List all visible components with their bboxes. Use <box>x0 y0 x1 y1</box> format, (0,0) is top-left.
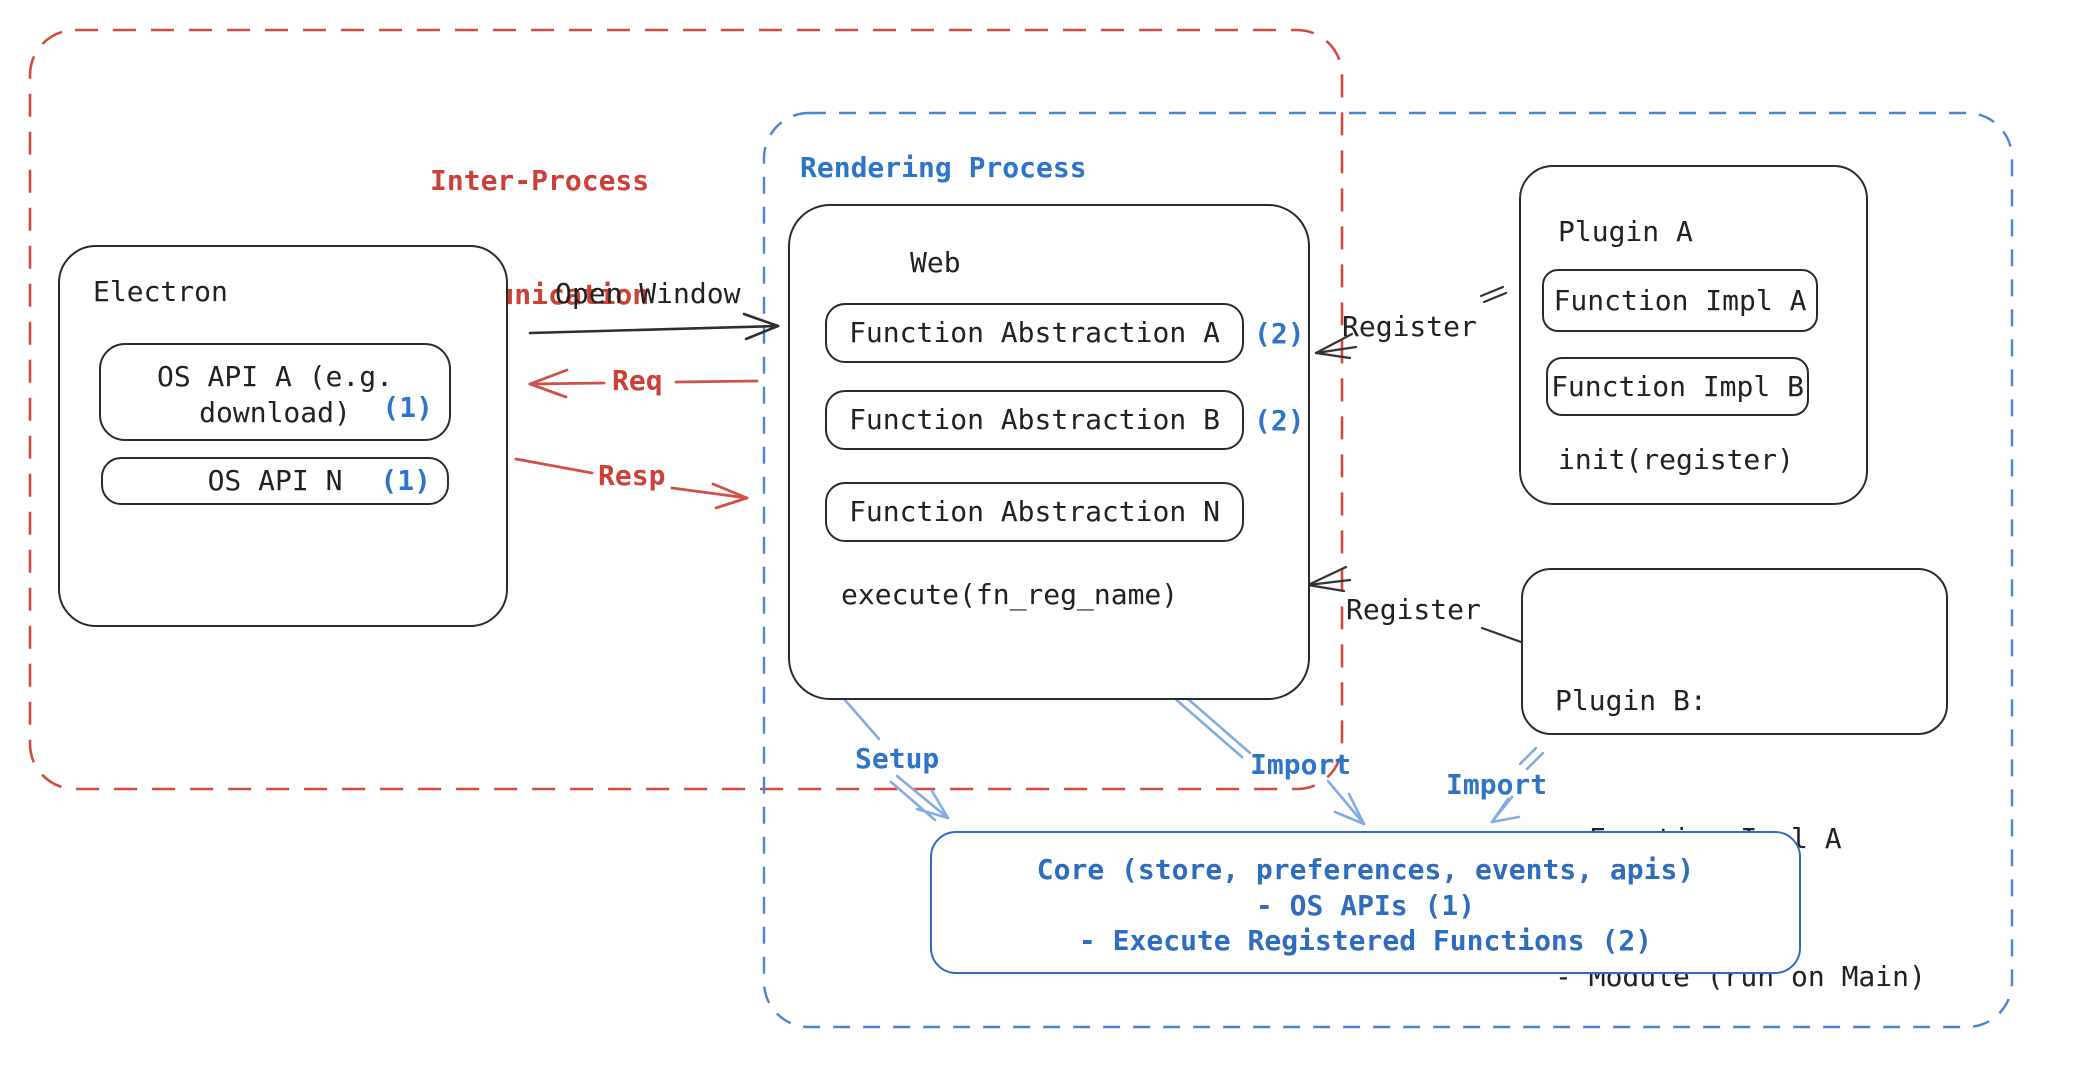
web-node: Web Function Abstraction A (2) Function … <box>788 204 1310 700</box>
import-web-label: Import <box>1250 748 1352 781</box>
os-api-a-badge: (1) <box>382 391 433 424</box>
ipc-title-line1: Inter-Process <box>430 164 650 197</box>
register-bottom-label: Register <box>1346 593 1481 626</box>
core-node: Core (store, preferences, events, apis) … <box>930 831 1801 974</box>
rendering-process-title: Rendering Process <box>800 151 1087 184</box>
setup-label: Setup <box>855 742 940 775</box>
electron-node: Electron OS API A (e.g. download) (1) OS… <box>58 245 508 627</box>
plugin-a-title: Plugin A <box>1558 215 1693 248</box>
open-window-label: Open Window <box>555 277 741 310</box>
os-api-n-node: OS API N (1) <box>101 457 449 505</box>
os-api-n-badge: (1) <box>380 464 431 497</box>
function-abstraction-n-node: Function Abstraction N <box>825 482 1244 542</box>
register-top-label: Register <box>1342 310 1477 343</box>
req-label: Req <box>612 364 663 397</box>
electron-title: Electron <box>93 275 228 308</box>
function-abstraction-a-badge: (2) <box>1254 316 1305 350</box>
plugin-b-title: Plugin B: <box>1555 684 1707 717</box>
core-item-os-apis: - OS APIs (1) <box>1255 888 1476 922</box>
function-impl-b-node: Function Impl B <box>1546 357 1809 416</box>
function-abstraction-b-row: Function Abstraction B (2) <box>825 390 1312 450</box>
execute-label: execute(fn_reg_name) <box>841 578 1179 611</box>
web-title: Web <box>910 246 961 279</box>
core-item-execute: - Execute Registered Functions (2) <box>1078 924 1653 957</box>
os-api-a-label-line2: download) <box>199 396 351 429</box>
resp-label: Resp <box>598 459 666 492</box>
function-abstraction-a-row: Function Abstraction A (2) <box>825 303 1312 363</box>
os-api-n-label: OS API N <box>207 464 343 497</box>
plugin-a-node: Plugin A Function Impl A Function Impl B… <box>1519 165 1868 505</box>
function-abstraction-a-node: Function Abstraction A <box>825 303 1244 363</box>
import-plugin-label: Import <box>1446 768 1548 801</box>
os-api-a-node: OS API A (e.g. download) (1) <box>99 343 451 441</box>
core-title: Core (store, preferences, events, apis) <box>1036 853 1695 886</box>
function-abstraction-b-node: Function Abstraction B <box>825 390 1244 450</box>
function-abstraction-n-row: Function Abstraction N <box>825 482 1312 542</box>
os-api-a-label-line1: OS API A (e.g. <box>156 360 393 393</box>
init-register-label: init(register) <box>1558 443 1795 476</box>
function-impl-a-node: Function Impl A <box>1542 269 1818 332</box>
function-abstraction-b-badge: (2) <box>1254 403 1305 437</box>
plugin-b-node: Plugin B: - Function Impl A - Module (ru… <box>1521 568 1948 993</box>
